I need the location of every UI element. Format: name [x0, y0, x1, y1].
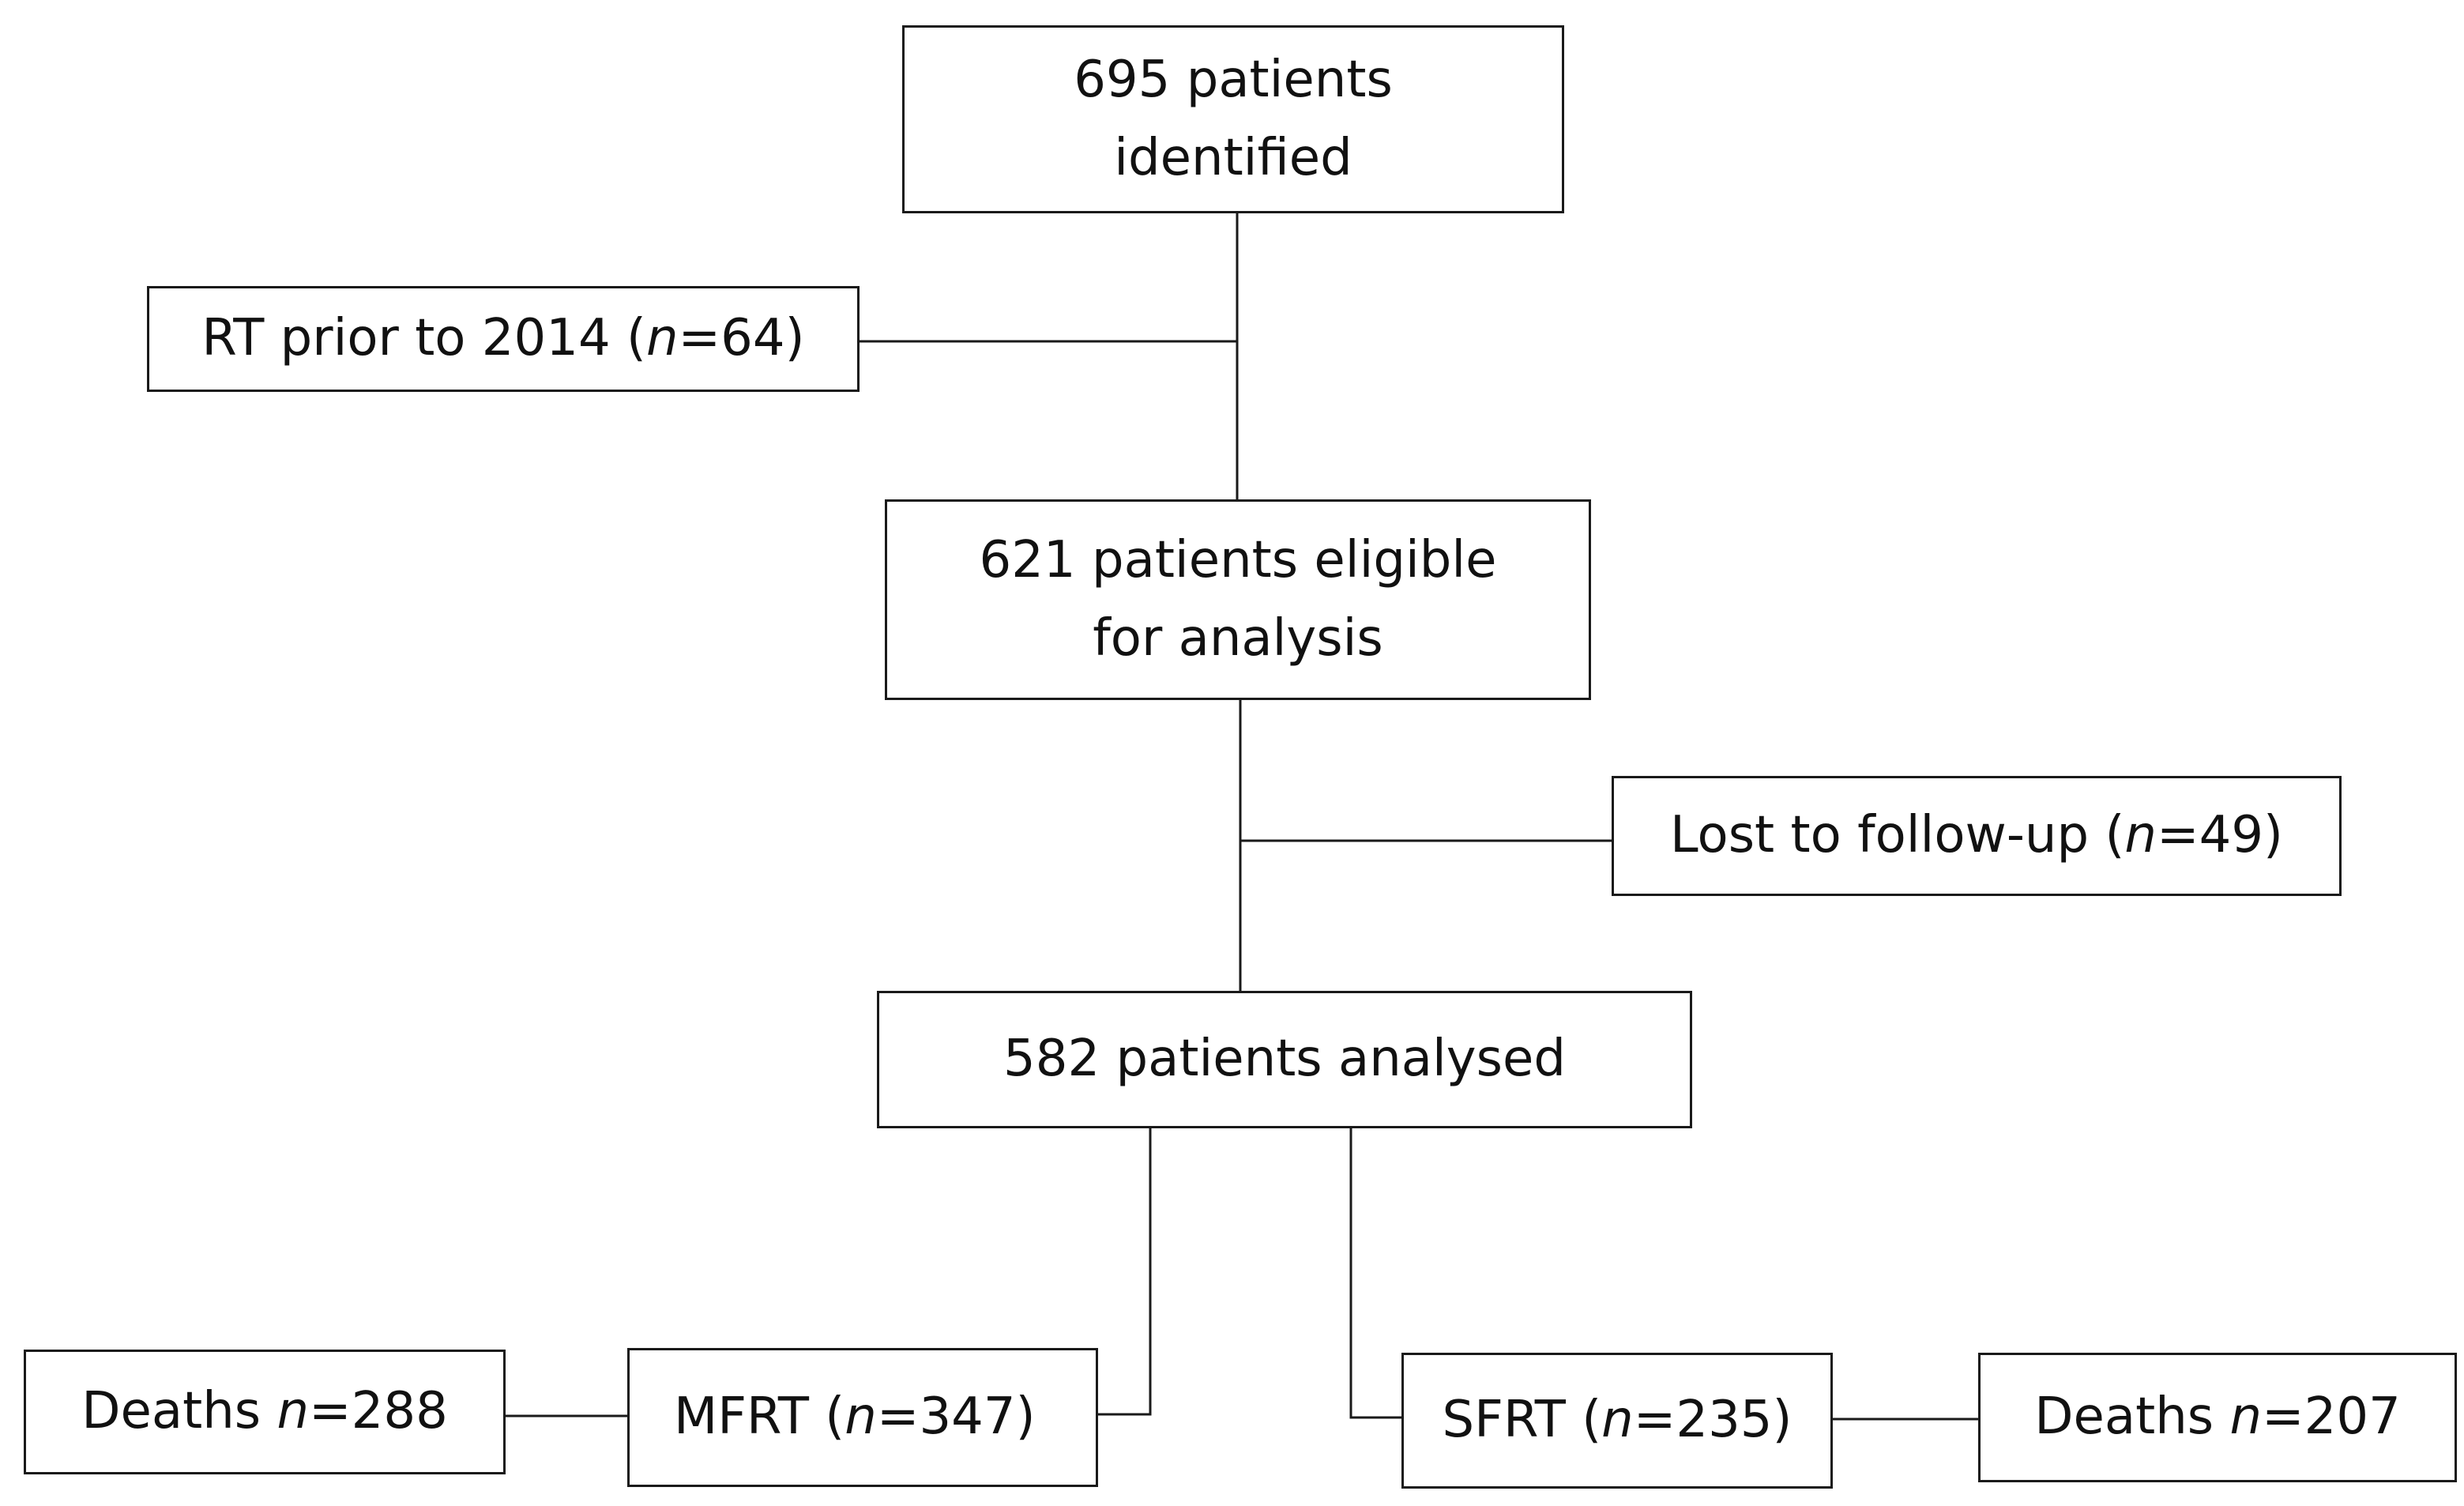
sfrt-deaths-box: Deaths n=207 — [1978, 1353, 2457, 1482]
mfrt-deaths-label: Deaths n=288 — [81, 1372, 448, 1451]
eligible-line-1: 621 patients eligible — [979, 530, 1497, 589]
mfrt-label: MFRT (n=347) — [674, 1378, 1036, 1456]
identified-line-2: identified — [1114, 129, 1352, 187]
mfrt-deaths-suffix: =288 — [309, 1382, 448, 1441]
excluded-rt-prefix: RT prior to 2014 ( — [201, 309, 646, 368]
mfrt-deaths-prefix: Deaths — [81, 1382, 277, 1441]
identified-box: 695 patients identified — [902, 25, 1564, 213]
mfrt-n-symbol: n — [845, 1387, 877, 1447]
lost-follow-up-suffix: =49) — [2156, 806, 2283, 865]
lost-follow-up-label: Lost to follow-up (n=49) — [1670, 796, 2283, 875]
sfrt-n-symbol: n — [1601, 1391, 1634, 1450]
excluded-rt-suffix: =64) — [678, 309, 805, 368]
sfrt-deaths-n-symbol: n — [2229, 1387, 2262, 1447]
mfrt-deaths-n-symbol: n — [276, 1382, 309, 1441]
analysed-box: 582 patients analysed — [877, 991, 1692, 1128]
excluded-rt-n-symbol: n — [645, 309, 679, 368]
eligible-box: 621 patients eligible for analysis — [885, 499, 1591, 700]
lost-follow-up-box: Lost to follow-up (n=49) — [1612, 776, 2342, 896]
analysed-line-1: 582 patients analysed — [1003, 1030, 1566, 1089]
mfrt-deaths-box: Deaths n=288 — [24, 1350, 506, 1474]
sfrt-deaths-label: Deaths n=207 — [2034, 1378, 2401, 1456]
sfrt-label: SFRT (n=235) — [1443, 1381, 1793, 1459]
connector-analysed-to-sfrt — [1349, 1128, 1403, 1419]
mfrt-box: MFRT (n=347) — [627, 1348, 1098, 1487]
sfrt-deaths-prefix: Deaths — [2034, 1387, 2230, 1447]
excluded-rt-box: RT prior to 2014 (n=64) — [147, 286, 860, 392]
lost-follow-up-prefix: Lost to follow-up ( — [1670, 806, 2125, 865]
sfrt-prefix: SFRT ( — [1442, 1391, 1602, 1450]
sfrt-deaths-suffix: =207 — [2262, 1387, 2401, 1447]
lost-follow-up-n-symbol: n — [2124, 806, 2157, 865]
sfrt-suffix: =235) — [1633, 1391, 1793, 1450]
identified-line-1: 695 patients — [1074, 50, 1393, 109]
eligible-line-2: for analysis — [1093, 609, 1383, 668]
mfrt-suffix: =347) — [876, 1387, 1036, 1447]
excluded-rt-label: RT prior to 2014 (n=64) — [201, 299, 804, 378]
sfrt-box: SFRT (n=235) — [1401, 1353, 1833, 1489]
mfrt-prefix: MFRT ( — [674, 1387, 845, 1447]
